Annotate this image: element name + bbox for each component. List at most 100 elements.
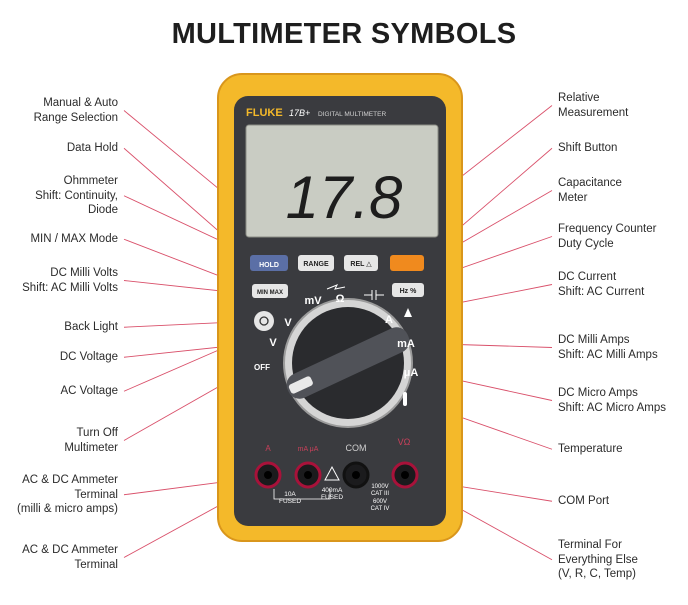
- right-label-1-line-2: Measurement: [558, 106, 629, 119]
- right-label-6-line-1: DC Milli Amps: [558, 334, 630, 346]
- terminal-maua-label: mA μA: [298, 446, 319, 453]
- multimeter-body: FLUKE 17B+ DIGITAL MULTIMETER 17.8 HOLD …: [217, 73, 463, 542]
- sun-icon: [259, 316, 269, 326]
- right-label-2: Shift Button: [558, 141, 617, 156]
- left-label-4: MIN / MAX Mode: [30, 232, 118, 247]
- left-label-2-line-1: Data Hold: [66, 142, 118, 154]
- dial-off-label: OFF: [254, 363, 270, 372]
- terminal-com-label: COM: [346, 443, 367, 453]
- page-title: MULTIMETER SYMBOLS: [171, 18, 517, 50]
- dial-knob[interactable]: [283, 323, 414, 402]
- right-label-9-line-1: COM Port: [558, 495, 610, 507]
- warning-icon: [324, 465, 340, 481]
- fuse-400ma-line2: FUSED: [321, 494, 343, 501]
- left-label-2: Data Hold: [67, 141, 118, 156]
- lcd-reading: 17.8: [286, 164, 403, 231]
- left-label-5-line-2: Shift: AC Milli Volts: [22, 281, 118, 294]
- left-label-1-line-2: Range Selection: [33, 111, 118, 124]
- dial-v-dc-label: V: [269, 337, 277, 349]
- left-label-5-line-1: DC Milli Volts: [50, 267, 118, 279]
- cat-rating-1: 1000V: [371, 484, 388, 490]
- cat-rating-3: 600V: [373, 499, 387, 505]
- left-label-6-line-1: Back Light: [64, 321, 118, 333]
- minmax-button-label: MIN MAX: [257, 290, 283, 296]
- left-label-6: Back Light: [64, 320, 118, 335]
- fuse-400ma-line1: 400mA: [322, 487, 343, 494]
- brand-logo: FLUKE: [246, 107, 283, 119]
- right-label-4-line-2: Duty Cycle: [558, 237, 614, 250]
- left-label-3-line-2: Shift: Continuity,: [35, 189, 118, 202]
- left-label-10-line-1: AC & DC Ammeter: [22, 474, 118, 486]
- right-label-2-line-1: Shift Button: [558, 142, 618, 154]
- dial-mv-label: mV: [304, 295, 322, 307]
- left-label-7: DC Voltage: [60, 350, 118, 365]
- right-label-1-line-1: Relative: [558, 92, 600, 104]
- left-label-11-line-1: AC & DC Ammeter: [22, 544, 118, 556]
- right-label-4-line-1: Frequency Counter: [558, 223, 657, 235]
- left-label-11-line-2: Terminal: [74, 558, 118, 571]
- left-label-8: AC Voltage: [60, 384, 118, 399]
- warning-icon: [404, 308, 412, 317]
- right-label-8: Temperature: [558, 442, 623, 457]
- rel-button[interactable]: [344, 255, 378, 271]
- continuity-icon: [326, 284, 346, 290]
- hz-button[interactable]: [392, 283, 424, 297]
- left-label-10-line-3: (milli & micro amps): [17, 503, 118, 515]
- right-label-10-line-1: Terminal For: [558, 539, 622, 551]
- lcd-display: [245, 124, 439, 238]
- hold-button[interactable]: [250, 255, 288, 271]
- right-label-7-line-2: Shift: AC Micro Amps: [558, 401, 667, 414]
- terminal-a-label: A: [265, 444, 271, 453]
- dial-ohm-label: Ω: [336, 293, 345, 305]
- dial-v-ac-label: V: [284, 317, 292, 329]
- left-label-9-line-2: Multimeter: [64, 441, 118, 454]
- left-label-7-line-1: DC Voltage: [59, 351, 118, 363]
- terminal-v-label: VΩ: [398, 437, 411, 447]
- dial-ma-label: mA: [397, 338, 415, 350]
- right-label-9: COM Port: [558, 494, 609, 509]
- range-button[interactable]: [298, 255, 334, 271]
- cat-rating-2: CAT III: [371, 491, 389, 497]
- model-number: 17B+: [289, 108, 310, 118]
- fuse-10a-line2: FUSED: [279, 498, 301, 505]
- left-label-9-line-1: Turn Off: [76, 427, 118, 439]
- left-label-4-line-1: MIN / MAX Mode: [30, 233, 118, 245]
- left-label-10-line-2: Terminal: [74, 488, 118, 501]
- left-label-3-line-3: Diode: [87, 204, 118, 216]
- dial-a-label: A: [385, 314, 393, 326]
- right-label-7-line-1: DC Micro Amps: [558, 387, 638, 399]
- right-label-3-line-2: Meter: [558, 191, 588, 204]
- right-label-10-line-3: (V, R, C, Temp): [558, 568, 636, 580]
- fuse-10a-line1: 10A: [284, 491, 296, 498]
- right-label-5-line-1: DC Current: [558, 271, 617, 283]
- cat-rating-4: CAT IV: [371, 506, 390, 512]
- capacitor-icon: [364, 290, 384, 300]
- device-subtitle: DIGITAL MULTIMETER: [318, 111, 386, 118]
- right-label-3-line-1: Capacitance: [558, 177, 622, 189]
- hz-button-label: Hz %: [400, 288, 418, 295]
- left-label-8-line-1: AC Voltage: [60, 385, 118, 397]
- rel-button-label: REL △: [350, 261, 372, 268]
- backlight-button[interactable]: [254, 311, 274, 331]
- right-label-8-line-1: Temperature: [558, 443, 623, 455]
- right-label-5-line-2: Shift: AC Current: [558, 285, 645, 298]
- minmax-button[interactable]: [252, 284, 288, 298]
- left-label-1-line-1: Manual & Auto: [43, 97, 118, 109]
- thermometer-icon: [403, 392, 407, 406]
- shift-button[interactable]: [390, 255, 424, 271]
- right-label-10-line-2: Everything Else: [558, 553, 638, 566]
